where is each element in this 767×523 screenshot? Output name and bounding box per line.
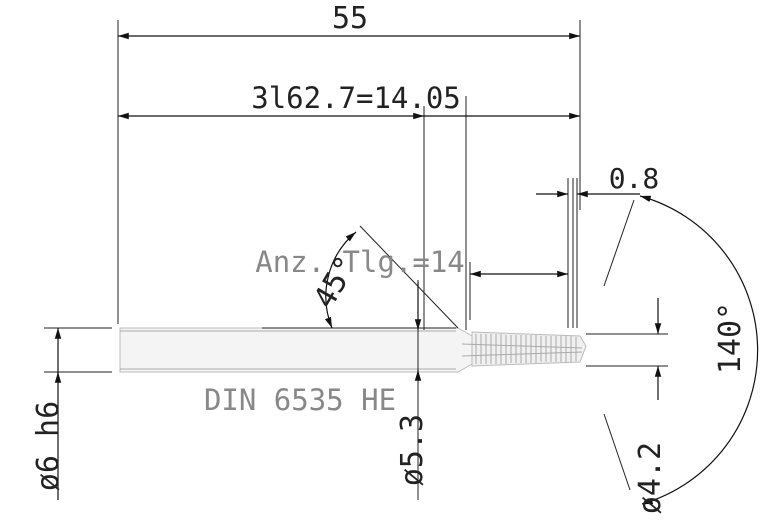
core-diameter-label: ø4.2	[633, 442, 668, 514]
overall-length-label: 55	[332, 1, 368, 36]
thread-count-label: Anz. Tlg.=14	[255, 245, 465, 279]
tool-body	[119, 327, 615, 373]
thread-length-label: 3l62.7=14.05	[251, 81, 461, 115]
shank-diameter-label: ø6 h6	[31, 401, 66, 491]
extension-lines	[44, 20, 668, 500]
tip-angle-arc	[603, 195, 759, 505]
neck-diameter-label: ø5.3	[395, 414, 430, 486]
standard-label: DIN 6535 HE	[204, 383, 396, 417]
chamfer-length-label: 0.8	[609, 162, 660, 195]
tip-angle-label: 140°	[713, 302, 748, 374]
thread-teeth	[475, 334, 577, 364]
chamfer-angle-arc	[324, 225, 459, 329]
